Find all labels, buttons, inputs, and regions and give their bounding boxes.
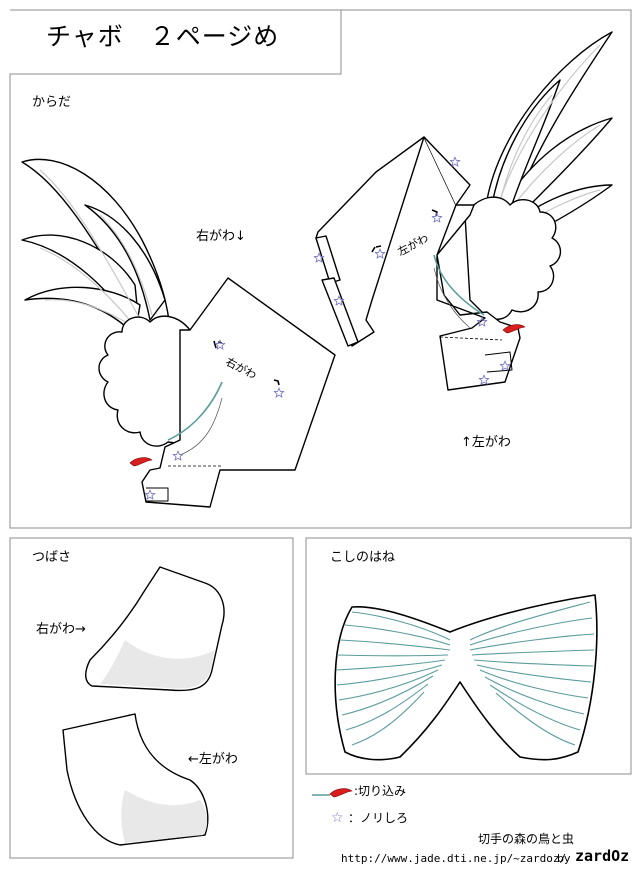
wing-right-label: 右がわ→: [36, 622, 86, 637]
neck-thin-left: [433, 267, 471, 329]
neck-thin-right: [179, 397, 223, 456]
footer-credit: 切手の森の鳥と虫: [478, 832, 575, 846]
legend-cut-label: :切り込み: [354, 784, 407, 798]
body-piece-right: [21, 158, 336, 508]
footer-url[interactable]: http://www.jade.dti.ne.jp/~zardoz/: [341, 852, 567, 865]
body-left-side-label: ↑左がわ: [461, 435, 511, 450]
tail-feathers-left: [486, 31, 613, 241]
wing-scallops-left: [464, 196, 562, 320]
wing-left-label: ←左がわ: [188, 752, 238, 767]
neck-teal-left: [433, 254, 485, 316]
section-heading-wings: つばさ: [32, 550, 72, 565]
wing-left: [62, 713, 209, 846]
page-title: チャボ ２ページめ: [46, 22, 280, 51]
footer-by: by: [557, 852, 571, 865]
star-outline-icon: ☆: [331, 810, 344, 826]
tail-panel-frame: [305, 537, 632, 775]
neck-teal-right: [167, 381, 223, 441]
wings-panel-frame: [9, 537, 294, 859]
legend-graphics: [312, 788, 353, 798]
frames: [9, 9, 632, 859]
body-panel-frame: [9, 9, 632, 529]
body-piece-left: [313, 31, 613, 391]
section-heading-tail: こしのはね: [330, 550, 396, 565]
legend-paste-label: ：ノリしろ: [348, 811, 409, 825]
tab-bottom-left: [484, 351, 513, 373]
wing-scallops-right: [98, 315, 191, 447]
tab-bottom-right: [146, 487, 169, 502]
tail-fan: [334, 594, 598, 761]
wing-right: [85, 566, 225, 692]
fold-dashed-left: [439, 336, 503, 341]
tail-feathers-right: [21, 158, 171, 336]
body-right-side-label: 右がわ↓: [196, 229, 246, 244]
footer-logo: zardOz: [575, 847, 630, 865]
section-heading-body: からだ: [32, 95, 72, 110]
